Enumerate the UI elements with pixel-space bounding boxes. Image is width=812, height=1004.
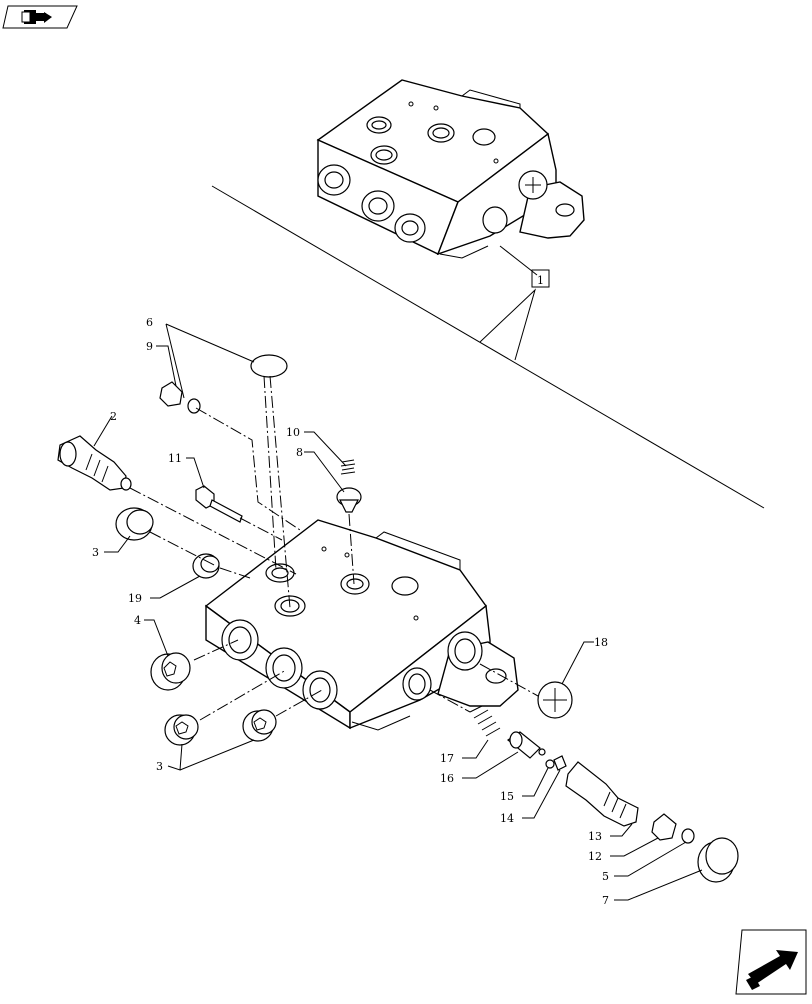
part-5-ring: [681, 828, 695, 844]
part-3-plug-b: [164, 714, 199, 746]
callout-label: 13: [588, 830, 602, 843]
callout-label: 3: [156, 760, 163, 773]
callout-label: 19: [128, 592, 142, 605]
assembly-reference-box: [531, 269, 550, 288]
callout-5: 5: [602, 841, 687, 883]
callout-label: 4: [134, 614, 141, 627]
callout-10: 10: [286, 426, 347, 467]
callout-4: 4: [134, 614, 169, 657]
part-13-cartridge: [565, 761, 639, 827]
callout-6: 6: [146, 316, 255, 399]
callout-18: 18: [561, 636, 608, 685]
part-11-pin: [195, 485, 243, 523]
callout-label: 8: [296, 446, 303, 459]
book-arrow-icon[interactable]: [2, 5, 78, 29]
main-valve-body: [204, 519, 519, 731]
callout-11: 11: [168, 452, 205, 489]
callout-label: 12: [588, 850, 602, 863]
part-18-plug: [537, 681, 573, 719]
callout-label: 9: [146, 340, 153, 353]
callout-3-a: 3: [92, 535, 131, 559]
part-3-plug-a: [115, 507, 154, 541]
part-2-spool: [57, 435, 132, 491]
callout-label: 11: [168, 452, 182, 465]
part-6-oring: [250, 354, 288, 378]
assembly-reference-label: 1: [537, 274, 544, 287]
part-19-plug: [192, 553, 220, 579]
callout-16: 16: [440, 751, 519, 785]
callout-8: 8: [296, 446, 345, 493]
callout-label: 17: [440, 752, 454, 765]
callout-14: 14: [500, 769, 561, 825]
callout-2: 2: [93, 410, 117, 447]
next-page-arrow-icon[interactable]: [735, 929, 807, 995]
callout-13: 13: [588, 823, 633, 843]
callout-label: 16: [440, 772, 454, 785]
part-4-plug: [150, 652, 191, 691]
callout-19: 19: [128, 575, 201, 605]
callout-label: 6: [146, 316, 153, 329]
callout-label: 14: [500, 812, 514, 825]
part-15-ball: [545, 759, 555, 769]
part-17-spring: [469, 705, 501, 737]
part-14-cone: [553, 755, 567, 771]
part-7-cap: [697, 837, 739, 883]
callout-7: 7: [602, 869, 703, 907]
callout-15: 15: [500, 767, 549, 803]
callout-label: 10: [286, 426, 300, 439]
part-16-piston: [506, 731, 546, 759]
top-valve-assembly: [316, 79, 585, 259]
callout-17: 17: [440, 739, 489, 765]
part-8-seat: [336, 487, 362, 513]
part-9-plug: [159, 381, 201, 414]
part-10-spring: [340, 459, 356, 475]
part-3-plug-c: [242, 709, 277, 742]
callout-9: 9: [146, 340, 177, 387]
callout-12: 12: [588, 837, 659, 863]
part-12-sleeve: [651, 813, 677, 841]
callout-label: 3: [92, 546, 99, 559]
callout-label: 15: [500, 790, 514, 803]
callout-3-b: 3: [156, 739, 255, 773]
callout-label: 7: [602, 894, 609, 907]
callout-label: 5: [602, 870, 609, 883]
callout-label: 18: [594, 636, 608, 649]
callout-label: 2: [110, 410, 117, 423]
